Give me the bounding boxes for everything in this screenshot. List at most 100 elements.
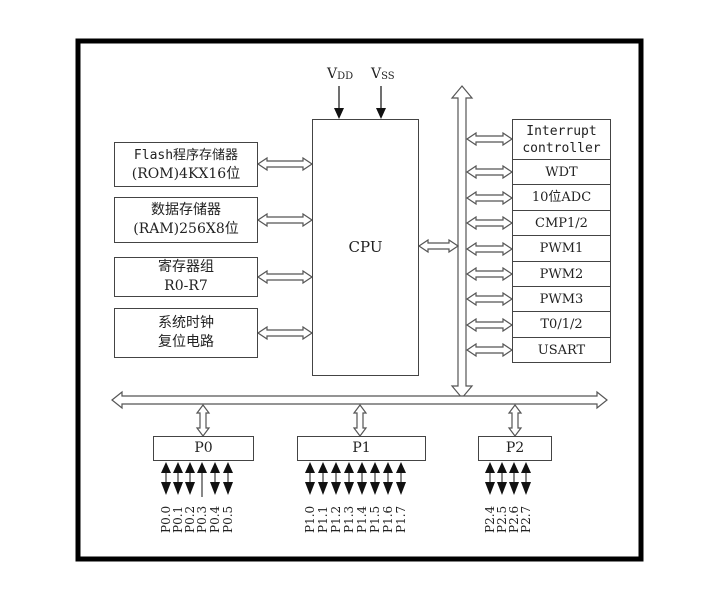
bus-peripheral-arrow-6 xyxy=(465,291,514,307)
pin-arrowhead-up xyxy=(305,462,315,473)
clock-reset-line2: 复位电路 xyxy=(158,334,214,350)
pin-arrowhead-down xyxy=(210,482,220,495)
pin-arrowhead-down xyxy=(223,482,233,495)
pin-arrowhead-down xyxy=(344,482,354,495)
clock-reset-line1: 系统时钟 xyxy=(158,315,214,331)
port-p1-label: P1 xyxy=(352,440,371,456)
peripheral-label: PWM1 xyxy=(539,241,584,256)
peripheral-pwm2: PWM2 xyxy=(512,262,611,287)
register-bank-line1: 寄存器组 xyxy=(158,259,214,275)
pin-label: P0.5 xyxy=(221,505,235,533)
bus-peripheral-arrow-1 xyxy=(465,164,514,180)
pin-arrowhead-up xyxy=(331,462,341,473)
peripheral-wdt: WDT xyxy=(512,160,611,185)
cpu-label: CPU xyxy=(348,238,383,256)
pin-arrowhead-up xyxy=(223,462,233,473)
register-bank-block: 寄存器组 R0-R7 xyxy=(114,257,258,297)
data-ram-line2: (RAM)256X8位 xyxy=(133,221,239,237)
pin-label: P1.0 xyxy=(303,505,317,533)
pin-label: P1.1 xyxy=(316,505,330,533)
pin-arrowhead-up xyxy=(521,462,531,473)
vss-sub: SS xyxy=(381,71,395,82)
peripheral-pwm3: PWM3 xyxy=(512,287,611,312)
memory-cpu-arrow-0 xyxy=(256,156,314,172)
pin-arrowhead-down xyxy=(357,482,367,495)
port-p1-block: P1 xyxy=(297,436,426,461)
memory-cpu-arrow-2 xyxy=(256,269,314,285)
peripheral-adc: 10位ADC xyxy=(512,185,611,211)
pin-label: P1.3 xyxy=(342,505,356,533)
pin-label: P0.4 xyxy=(208,505,222,533)
pin-arrowhead-up xyxy=(509,462,519,473)
pin-label: P1.2 xyxy=(329,505,343,533)
peripheral-label: CMP1/2 xyxy=(535,215,588,231)
pin-arrowhead-up xyxy=(197,462,207,473)
pin-arrowhead-down xyxy=(383,482,393,495)
pin-arrowhead-up xyxy=(383,462,393,473)
peripheral-label: T0/1/2 xyxy=(540,317,583,332)
io-bus-arrow xyxy=(111,390,608,410)
flash-rom-line2: (ROM)4KX16位 xyxy=(131,165,241,182)
pin-arrowhead-up xyxy=(344,462,354,473)
vdd-main: V xyxy=(327,66,338,82)
peripheral-interrupt-controller: Interrupt controller xyxy=(512,119,611,160)
pin-arrowhead-up xyxy=(497,462,507,473)
pin-arrowhead-down xyxy=(318,482,328,495)
bus-peripheral-arrow-4 xyxy=(465,241,514,257)
outer-frame xyxy=(75,38,644,562)
bus-port-p1-arrow xyxy=(352,404,368,437)
flash-rom-line1: Flash程序存储器 xyxy=(133,147,239,163)
vss-main: V xyxy=(371,66,382,82)
port-p0-block: P0 xyxy=(153,436,254,461)
cpu-block: CPU xyxy=(312,119,419,376)
data-ram-block: 数据存储器 (RAM)256X8位 xyxy=(114,197,258,243)
bus-peripheral-arrow-3 xyxy=(465,215,514,231)
bus-peripheral-arrow-5 xyxy=(465,266,514,282)
vdd-sub: DD xyxy=(337,71,354,82)
peripheral-label: PWM3 xyxy=(539,291,584,307)
port-p0-label: P0 xyxy=(194,440,213,456)
pin-arrowhead-up xyxy=(396,462,406,473)
pin-arrowhead-down xyxy=(161,482,171,495)
bus-peripheral-arrow-2 xyxy=(465,190,514,206)
flash-rom-block: Flash程序存储器 (ROM)4KX16位 xyxy=(114,142,258,187)
clock-reset-block: 系统时钟 复位电路 xyxy=(114,308,258,358)
pin-label: P1.7 xyxy=(394,505,408,533)
pin-arrowhead-up xyxy=(210,462,220,473)
pin-arrowhead-down xyxy=(497,482,507,495)
bus-peripheral-arrow-7 xyxy=(465,317,514,333)
pin-arrowhead-up xyxy=(173,462,183,473)
cpu-bus-arrow xyxy=(417,238,460,254)
peripheral-timers: T0/1/2 xyxy=(512,312,611,338)
peripheral-label: Interrupt xyxy=(526,123,597,139)
peripheral-label: USART xyxy=(537,342,586,358)
bus-peripheral-arrow-0 xyxy=(465,131,514,147)
port-p2-label: P2 xyxy=(505,440,525,456)
memory-cpu-arrow-1 xyxy=(256,212,314,228)
pin-label: P1.4 xyxy=(355,505,369,533)
data-ram-line1: 数据存储器 xyxy=(151,202,221,218)
pin-arrowhead-up xyxy=(161,462,171,473)
pin-label: P1.5 xyxy=(368,505,382,533)
pin-arrowhead-up xyxy=(485,462,495,473)
port-p2-block: P2 xyxy=(478,436,552,461)
bus-port-p0-arrow xyxy=(195,404,211,437)
pin-arrowhead-up xyxy=(185,462,195,473)
pin-arrowhead-down xyxy=(173,482,183,495)
pin-arrowhead-up xyxy=(370,462,380,473)
bus-port-p2-arrow xyxy=(507,404,523,437)
pin-arrowhead-down xyxy=(185,482,195,495)
vdd-arrowhead xyxy=(334,108,344,119)
pin-arrowhead-up xyxy=(357,462,367,473)
pin-arrowhead-down xyxy=(370,482,380,495)
register-bank-line2: R0-R7 xyxy=(164,278,208,294)
peripheral-cmp: CMP1/2 xyxy=(512,211,611,236)
pin-arrowhead-down xyxy=(305,482,315,495)
peripheral-pwm1: PWM1 xyxy=(512,236,611,262)
peripheral-label-2: controller xyxy=(522,140,601,156)
pin-arrowhead-down xyxy=(396,482,406,495)
peripheral-label: WDT xyxy=(545,164,578,180)
memory-cpu-arrow-3 xyxy=(256,325,314,341)
peripheral-label: PWM2 xyxy=(539,266,584,282)
